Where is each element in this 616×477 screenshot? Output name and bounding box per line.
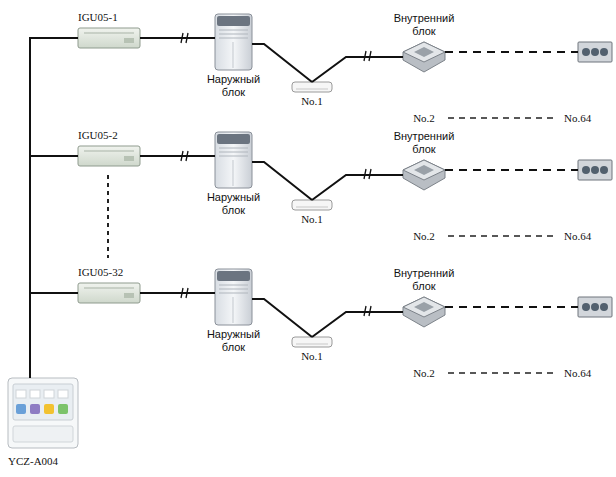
omission-dots — [107, 175, 109, 258]
unit-label: No.64 — [564, 230, 604, 243]
controller-icon — [30, 390, 40, 398]
duct-unit-node: No.64 — [578, 42, 612, 62]
unit-label: No.64 — [564, 367, 604, 380]
controller-button — [30, 404, 40, 414]
unit-label: IGU05-1 — [78, 11, 158, 24]
controller-button — [44, 404, 54, 414]
communication-line — [252, 44, 312, 82]
cassette-unit-node: Внутренний блокNo.2 — [403, 160, 445, 190]
communication-line — [252, 299, 312, 337]
cassette-unit-node: Внутренний блокNo.2 — [403, 42, 445, 72]
outdoor-unit-node: Наружный блок — [215, 269, 252, 325]
controller-node: YCZ-A004 — [8, 378, 78, 448]
controller-panel — [8, 378, 78, 448]
communication-line — [312, 312, 403, 337]
bus-line — [30, 38, 78, 378]
gateway-node: IGU05-32 — [78, 283, 140, 303]
communication-line — [140, 292, 215, 294]
unit-caption: Внутренний блок — [382, 12, 466, 38]
communication-line — [140, 37, 215, 39]
communication-line — [252, 162, 312, 200]
gateway-node: IGU05-2 — [78, 146, 140, 166]
cassette-unit-node: Внутренний блокNo.2 — [403, 297, 445, 327]
controller-icon — [58, 390, 68, 398]
outdoor-unit-node: Наружный блок — [215, 132, 252, 188]
wall-unit-node: No.1 — [292, 82, 332, 92]
unit-label: Наружный блок — [202, 73, 266, 99]
system-row — [78, 132, 612, 236]
communication-line — [312, 57, 403, 82]
unit-label: No.1 — [290, 213, 334, 226]
communication-line — [445, 169, 578, 171]
unit-label: IGU05-2 — [78, 129, 158, 142]
communication-line — [445, 51, 578, 53]
controller-button — [58, 404, 68, 414]
unit-caption: Внутренний блок — [382, 267, 466, 293]
unit-label: No.2 — [399, 230, 449, 243]
unit-label: Наружный блок — [202, 328, 266, 354]
communication-line — [312, 175, 403, 200]
controller-icon — [44, 390, 54, 398]
unit-label: YCZ-A004 — [8, 455, 88, 468]
unit-label: No.1 — [290, 95, 334, 108]
wall-unit-node: No.1 — [292, 337, 332, 347]
bus-line — [30, 293, 78, 378]
unit-caption: Внутренний блок — [382, 130, 466, 156]
unit-label: No.1 — [290, 350, 334, 363]
bus-line — [30, 156, 78, 378]
outdoor-unit-node: Наружный блок — [215, 14, 252, 70]
unit-label: No.2 — [399, 367, 449, 380]
controller-icon — [16, 390, 26, 398]
system-row — [78, 14, 612, 118]
unit-label: No.64 — [564, 112, 604, 125]
duct-unit-node: No.64 — [578, 297, 612, 317]
controller-bezel — [13, 426, 73, 442]
unit-label: No.2 — [399, 112, 449, 125]
wall-unit-node: No.1 — [292, 200, 332, 210]
communication-line — [140, 155, 215, 157]
unit-label: IGU05-32 — [78, 266, 158, 279]
controller-button — [16, 404, 26, 414]
duct-unit-node: No.64 — [578, 160, 612, 180]
controller-screen — [13, 384, 73, 420]
unit-label: Наружный блок — [202, 191, 266, 217]
gateway-node: IGU05-1 — [78, 28, 140, 48]
system-row — [78, 269, 612, 373]
communication-line — [445, 306, 578, 308]
